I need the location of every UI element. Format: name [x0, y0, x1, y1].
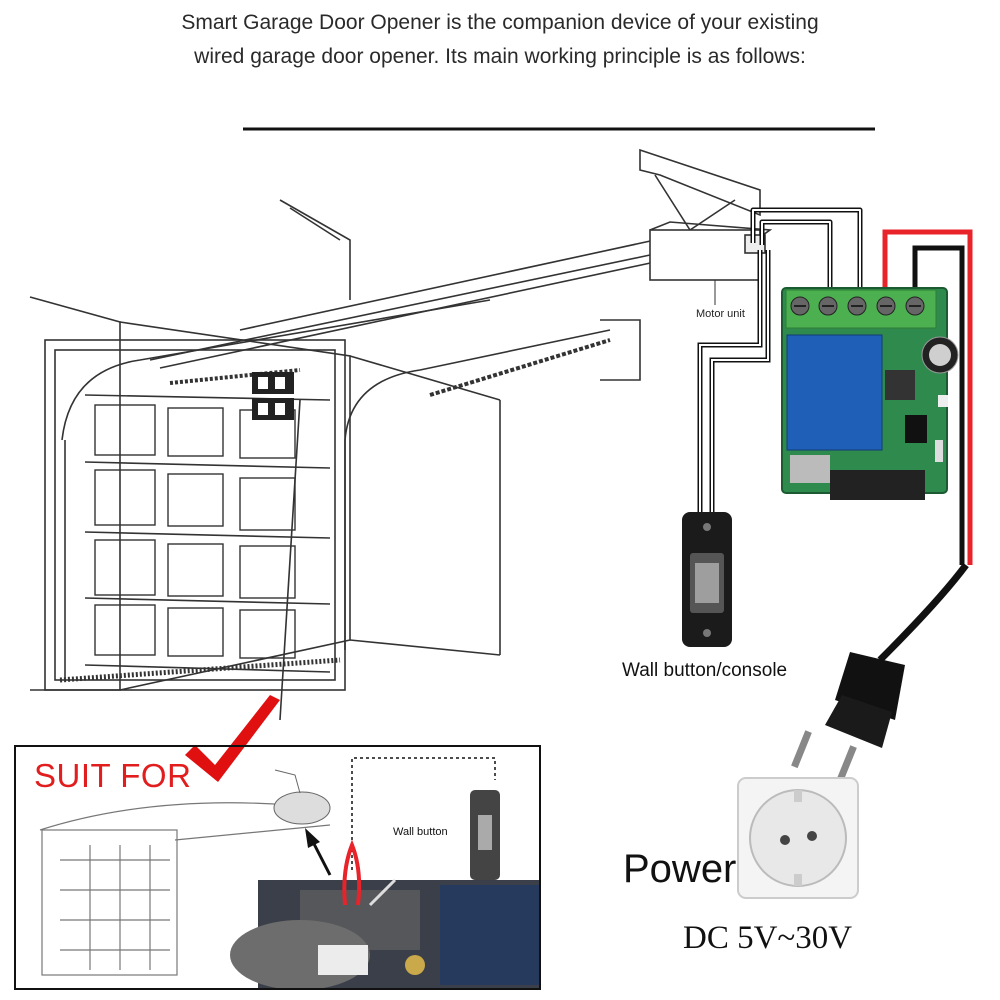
inset-frame: [14, 745, 541, 990]
wall-button-wires: [697, 250, 771, 520]
garage-door-drawing: [29, 199, 656, 721]
wall-console-label: Wall button/console: [622, 660, 788, 681]
power-wires: [877, 229, 973, 663]
inset-dashed-route: [351, 757, 496, 870]
motor-unit: [639, 148, 773, 281]
inset-photo: [230, 839, 540, 990]
intro-text: Smart Garage Door Opener is the companio…: [0, 6, 1000, 74]
power-label: Power: [623, 847, 737, 891]
intro-line-2: wired garage door opener. Its main worki…: [194, 45, 806, 68]
arrow-icon: [310, 839, 332, 876]
relay-board: [781, 287, 959, 500]
intro-line-1: Smart Garage Door Opener is the companio…: [181, 11, 819, 34]
wall-button: [682, 512, 732, 647]
voltage-label: DC 5V~30V: [683, 920, 853, 956]
inset-motor-unit: [273, 769, 331, 825]
eu-plug: [791, 652, 905, 784]
motor-unit-label: Motor unit: [696, 308, 745, 320]
inset-wall-button-label: Wall button: [393, 826, 448, 838]
inset-garage-drawing: [39, 802, 331, 976]
motor-wires: [750, 207, 863, 292]
power-socket: [737, 777, 859, 899]
checkmark-icon: [185, 695, 280, 782]
door-sensor-blocks: [252, 372, 294, 420]
inset-wall-button: [470, 790, 500, 880]
arrow-head: [305, 828, 320, 848]
suit-for-label: SUIT FOR: [34, 757, 192, 794]
